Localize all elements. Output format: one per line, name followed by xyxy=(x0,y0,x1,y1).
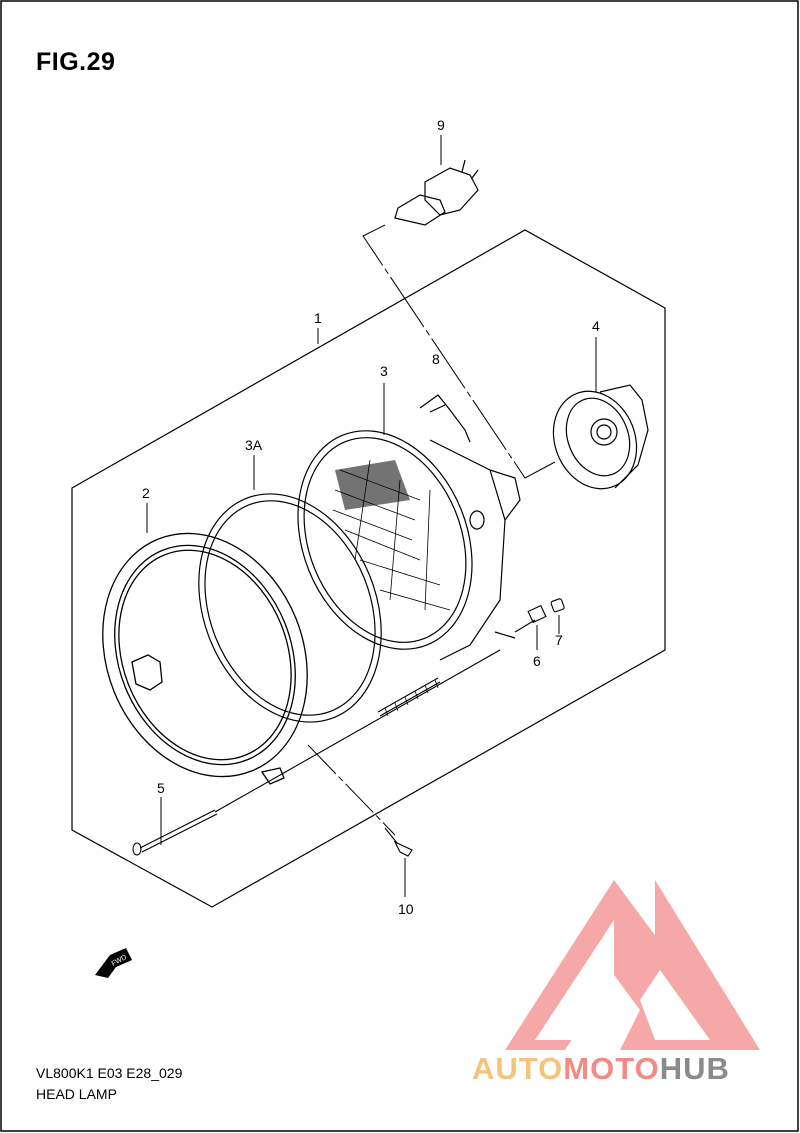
nut-part-6 xyxy=(514,604,547,633)
callout-1: 1 xyxy=(314,310,322,326)
callout-4: 4 xyxy=(592,318,600,334)
callout-7: 7 xyxy=(555,632,563,648)
watermark-wordmark: AUTOMOTOHUB xyxy=(472,1051,730,1087)
bulb-part-9 xyxy=(394,159,479,226)
wordmark-part-b: MOTO xyxy=(563,1051,660,1086)
callout-3: 3 xyxy=(380,363,388,379)
figure-code: VL800K1 E03 E28_029 xyxy=(36,1065,183,1081)
callout-8: 8 xyxy=(432,351,440,367)
callout-6: 6 xyxy=(533,653,541,669)
callout-9: 9 xyxy=(437,117,445,133)
callout-10: 10 xyxy=(398,901,414,917)
gasket-ring-part-3a xyxy=(198,493,382,723)
adjusting-screw-part-5 xyxy=(132,649,501,856)
assembly-outline-box xyxy=(71,229,666,908)
watermark-logo xyxy=(505,880,760,1050)
callout-3a: 3A xyxy=(245,437,263,453)
wordmark-part-a: AUTO xyxy=(472,1051,564,1086)
screw-part-10 xyxy=(384,827,413,857)
cap-part-7 xyxy=(550,598,565,613)
wordmark-part-c: HUB xyxy=(659,1051,730,1086)
callout-5: 5 xyxy=(157,780,165,796)
rim-ring-part-2 xyxy=(102,532,308,785)
lens-unit-part-3 xyxy=(297,430,521,661)
socket-part-4 xyxy=(552,384,649,490)
spring-clip-part-8 xyxy=(419,394,471,443)
figure-name: HEAD LAMP xyxy=(36,1086,117,1102)
figure-title: FIG.29 xyxy=(36,48,116,76)
leader-lines xyxy=(146,135,597,897)
callout-2: 2 xyxy=(142,485,150,501)
fwd-arrow-icon: FWD xyxy=(95,948,132,978)
